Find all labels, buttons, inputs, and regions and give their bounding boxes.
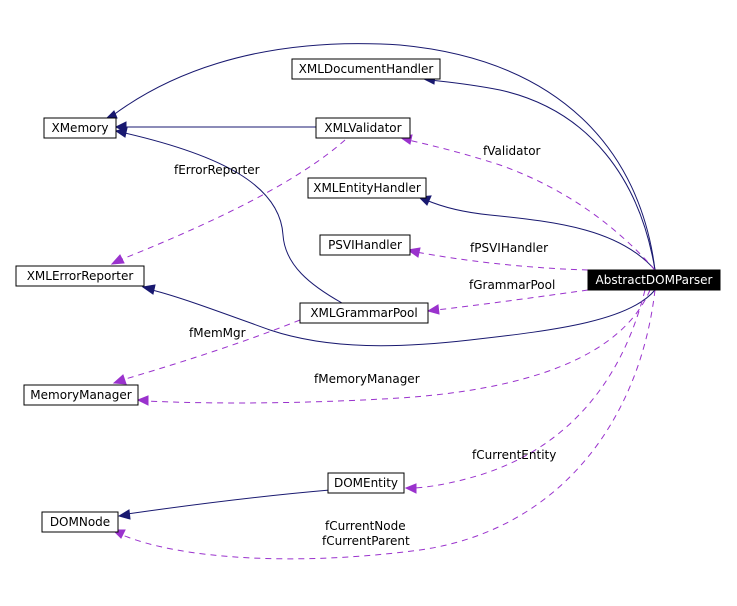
node-label: XMLGrammarPool	[310, 306, 417, 320]
label-fcurrententity: fCurrentEntity	[472, 448, 556, 462]
edge-fpsvihandler	[415, 251, 589, 271]
arrowhead-grammarpool-to-xmemory	[114, 127, 128, 138]
node-box	[43, 117, 117, 139]
usage-edges	[110, 134, 656, 560]
arrowhead-fmemorymanager	[136, 395, 149, 406]
label-fgrammarpool: fGrammarPool	[469, 278, 555, 292]
node-box	[319, 234, 411, 256]
node-xmlerrorreporter[interactable]: XMLErrorReporter	[15, 265, 145, 287]
label-fvalidator: fValidator	[483, 144, 541, 158]
node-box	[41, 511, 119, 533]
node-xmlvalidator[interactable]: XMLValidator	[315, 117, 411, 139]
edge-domentity-to-domnode	[126, 489, 331, 515]
arrowhead-ferrorreporter	[110, 254, 125, 265]
node-label: XMemory	[51, 121, 108, 135]
edge-ferrorreporter	[119, 139, 346, 261]
edge-parser-to-errorreporter	[151, 289, 656, 347]
edge-fcurrentnode	[119, 289, 656, 560]
node-box	[15, 265, 145, 287]
label-fmemmgr: fMemMgr	[189, 326, 246, 340]
node-label: DOMEntity	[334, 476, 398, 490]
node-box	[587, 269, 721, 291]
edge-fgrammarpool	[435, 289, 589, 311]
edge-parser-to-documenthandler	[429, 79, 656, 271]
node-label: XMLEntityHandler	[313, 181, 421, 195]
node-psvihandler[interactable]: PSVIHandler	[319, 234, 411, 256]
node-domentity[interactable]: DOMEntity	[327, 472, 405, 494]
edge-fvalidator	[407, 139, 656, 271]
nodes: XMLDocumentHandler XMemory XMLValidator …	[15, 58, 721, 533]
label-fcurrentparent: fCurrentParent	[322, 534, 410, 548]
node-box	[327, 472, 405, 494]
node-box	[299, 302, 429, 324]
edge-parser-to-entityhandler	[425, 199, 656, 271]
node-label: MemoryManager	[30, 388, 131, 402]
edge-fmemorymanager	[145, 289, 651, 404]
node-box	[291, 58, 441, 80]
node-xmemory[interactable]: XMemory	[43, 117, 117, 139]
node-label: XMLValidator	[324, 121, 401, 135]
node-label: XMLDocumentHandler	[299, 62, 434, 76]
edge-fcurrententity	[413, 289, 646, 489]
node-label: PSVIHandler	[328, 238, 402, 252]
node-box	[315, 117, 411, 139]
edge-labels: fValidator fErrorReporter fPSVIHandler f…	[174, 144, 556, 548]
arrowhead-fcurrententity	[404, 483, 417, 494]
node-label: DOMNode	[50, 515, 110, 529]
node-xmlentityhandler[interactable]: XMLEntityHandler	[307, 177, 427, 199]
arrowhead-domentity-to-domnode	[117, 509, 131, 520]
node-box	[23, 384, 139, 406]
node-box	[307, 177, 427, 199]
arrowhead-parser-to-errorreporter	[141, 284, 156, 295]
edge-parser-to-xmemory	[111, 43, 656, 271]
label-fmemorymanager: fMemoryManager	[314, 372, 420, 386]
label-ferrorreporter: fErrorReporter	[174, 163, 260, 177]
node-memorymanager[interactable]: MemoryManager	[23, 384, 139, 406]
edge-grammarpool-to-xmemory	[124, 132, 343, 304]
node-xmlgrammarpool[interactable]: XMLGrammarPool	[299, 302, 429, 324]
label-fcurrentnode: fCurrentNode	[325, 519, 406, 533]
arrowhead-fpsvihandler	[406, 247, 421, 258]
inheritance-edges	[102, 43, 656, 520]
node-label: XMLErrorReporter	[27, 269, 134, 283]
label-fpsvihandler: fPSVIHandler	[470, 241, 548, 255]
node-abstractdomparser[interactable]: AbstractDOMParser	[587, 269, 721, 291]
arrowhead-fmemmgr	[112, 374, 127, 385]
node-xmldocumenthandler[interactable]: XMLDocumentHandler	[291, 58, 441, 80]
arrowhead-fgrammarpool	[426, 304, 440, 315]
node-label: AbstractDOMParser	[596, 273, 713, 287]
node-domnode[interactable]: DOMNode	[41, 511, 119, 533]
